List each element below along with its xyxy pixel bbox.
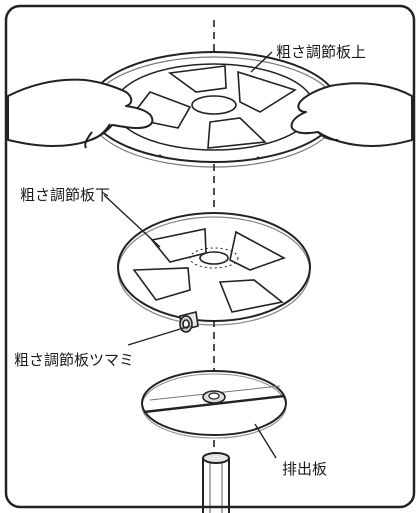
label-lower-plate: 粗さ調節板下	[20, 186, 110, 204]
label-discharge-plate: 排出板	[282, 460, 327, 478]
label-upper-plate: 粗さ調節板上	[276, 43, 366, 61]
right-hand	[290, 82, 413, 147]
lower-plate	[117, 212, 311, 326]
discharge-plate	[141, 370, 287, 439]
label-knob: 粗さ調節板ツマミ	[14, 351, 134, 369]
shaft	[202, 452, 230, 513]
upper-plate	[88, 51, 340, 168]
callout-lines	[103, 51, 277, 459]
left-hand	[7, 78, 154, 149]
